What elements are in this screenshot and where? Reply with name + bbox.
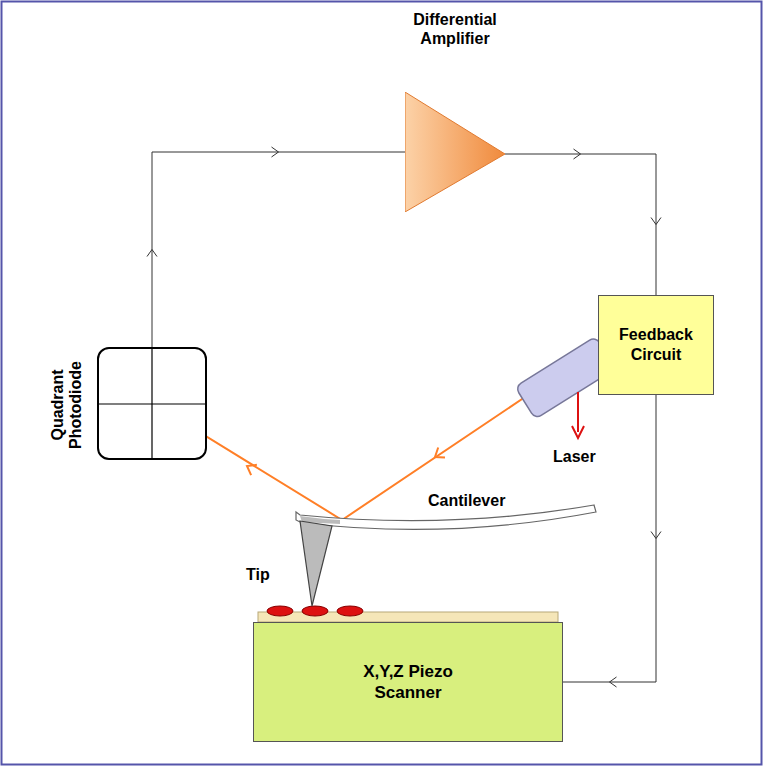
- photodiode-quadrants: [99, 349, 205, 458]
- photodiode-label: Quadrant Photodiode: [49, 349, 85, 461]
- flow-chevron: [610, 677, 617, 687]
- amplifier-node: Differential Amplifier: [405, 10, 505, 212]
- wire-line: [505, 154, 656, 295]
- box-label: Feedback Circuit: [605, 325, 707, 365]
- photodiode-node: Quadrant Photodiode: [97, 347, 207, 460]
- flow-chevron: [574, 149, 581, 159]
- feedback-box: Feedback Circuit: [598, 295, 714, 395]
- laser-label: Laser: [553, 448, 596, 466]
- beam-arrow: [435, 448, 445, 458]
- quadrant-line: [99, 403, 205, 404]
- wire-line: [152, 152, 405, 347]
- triangle-shape: [405, 92, 505, 212]
- cantilever-label: Cantilever: [428, 492, 505, 510]
- flow-chevron: [651, 218, 661, 225]
- laser-arrow-head: [572, 426, 584, 438]
- piezo-box: X,Y,Z Piezo Scanner: [253, 622, 563, 742]
- flow-chevron: [272, 147, 279, 157]
- wire-line: [563, 395, 656, 682]
- signal-wire: [505, 149, 661, 295]
- signal-wire: [147, 147, 405, 347]
- laser-arrow: [577, 392, 579, 432]
- flow-chevron: [651, 532, 661, 539]
- beam-arrow: [247, 465, 257, 475]
- amplifier-label: Differential Amplifier: [385, 10, 525, 48]
- afm-tip: [300, 521, 332, 606]
- tip-label: Tip: [246, 566, 270, 584]
- laser-beam: [152, 395, 528, 520]
- signal-wire: [563, 395, 661, 687]
- box-label: X,Y,Z Piezo Scanner: [352, 661, 464, 704]
- sample-particles: [267, 606, 363, 616]
- amplifier-triangle: [405, 92, 505, 212]
- flow-chevron: [147, 250, 157, 257]
